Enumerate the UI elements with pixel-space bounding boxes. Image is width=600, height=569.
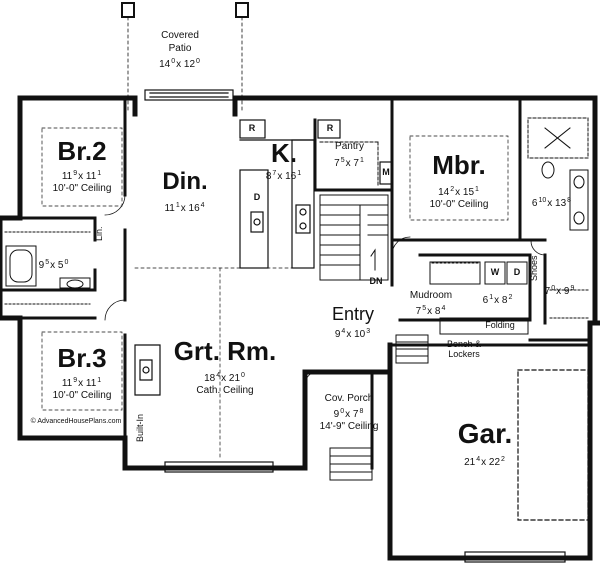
washer-symbol: W — [490, 267, 500, 277]
hall-bath-dims: 95x 50 — [38, 259, 69, 271]
garage-label: Gar. 214x 222 — [457, 418, 513, 468]
linen-label: Lin. — [94, 226, 104, 242]
stair-down-label: DN — [369, 276, 383, 286]
laundry-appliances — [429, 261, 529, 335]
covered-porch-label: Cov. Porch 90x 78 14'-9" Ceiling — [319, 393, 379, 432]
ceiling-outlines — [41, 127, 509, 459]
great-room-window — [164, 461, 274, 473]
patio-label: Covered Patio 140x 120 — [159, 30, 200, 70]
entry-label: Entry 94x 103 — [331, 304, 374, 340]
refrigerator-symbol: R — [248, 123, 256, 133]
microwave-symbol: M — [382, 167, 390, 177]
bedroom-2-label: Br.2 119x 111 10'-0" Ceiling — [52, 136, 112, 194]
interior-walls — [0, 96, 592, 470]
porch-steps — [329, 447, 373, 481]
copyright-text: © AdvancedHousePlans.com — [30, 418, 122, 425]
patio-posts — [121, 2, 249, 113]
built-in-label: Built-In — [135, 414, 145, 443]
hall-bath-fixtures — [5, 245, 91, 289]
master-bedroom-label: Mbr. 142x 151 10'-0" Ceiling — [429, 150, 489, 210]
garage-door — [464, 369, 589, 563]
dishwasher-symbol: D — [253, 192, 261, 202]
mudroom-label: Mudroom 75x 84 — [409, 290, 453, 317]
mudroom-steps — [395, 334, 429, 364]
master-bath-dims: 610x 138 — [531, 197, 572, 209]
laundry-dims: 61x 82 — [482, 294, 513, 306]
great-room-label: Grt. Rm. 184x 210 Cath. Ceiling — [173, 336, 277, 396]
pantry-label: Pantry 75x 71 — [334, 141, 364, 169]
shoes-label: Shoes — [529, 255, 539, 281]
closet-shelving — [4, 231, 589, 319]
folding-label: Folding — [485, 320, 515, 330]
master-bath-fixtures — [527, 117, 589, 231]
refrigerator-symbol-2: R — [326, 123, 334, 133]
stairs — [319, 194, 389, 281]
bedroom-3-label: Br.3 119x 111 10'-0" Ceiling — [52, 343, 112, 401]
fireplace — [134, 344, 161, 396]
kitchen-label: K. 87x 161 — [265, 138, 302, 182]
bench-lockers-label: Bench & Lockers — [446, 339, 482, 359]
closet-dims: 70x 99 — [544, 285, 575, 297]
patio-door — [144, 89, 234, 101]
pantry-shelves — [319, 141, 381, 186]
dining-label: Din. 111x 164 — [162, 168, 208, 214]
door-swings — [104, 194, 546, 386]
dryer-symbol: D — [513, 267, 521, 277]
